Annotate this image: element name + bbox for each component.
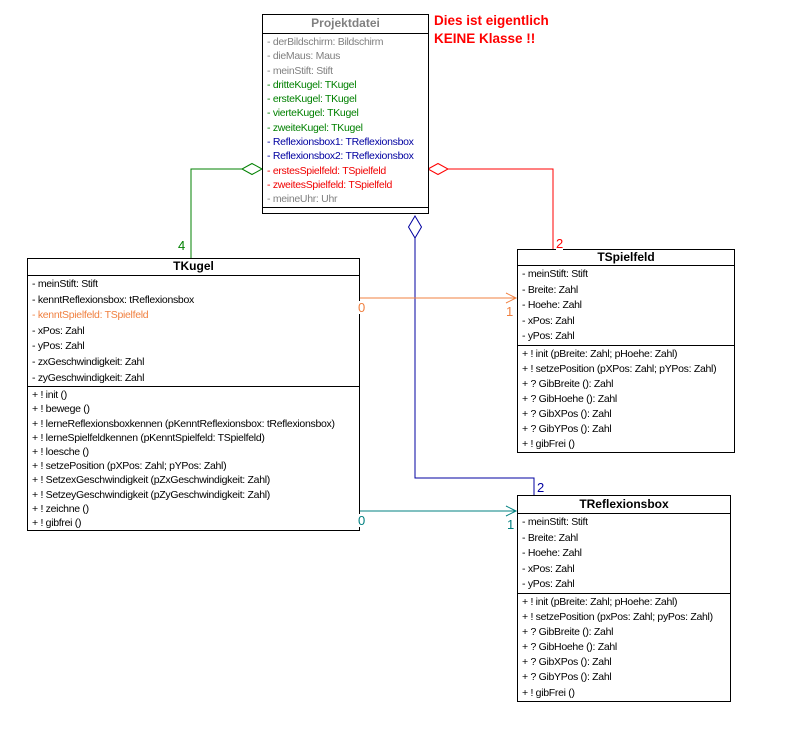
annotation-line-1: Dies ist eigentlich xyxy=(434,13,549,28)
attribute-row: - xPos: Zahl xyxy=(522,314,575,327)
edge-aggregation-projektdatei-tspielfeld[interactable] xyxy=(426,162,554,250)
aggregation-diamond-navy xyxy=(407,215,423,239)
method-row: + ! gibFrei () xyxy=(522,437,575,450)
method-row: + ! lerneReflexionsboxkennen (pKenntRefl… xyxy=(32,417,335,430)
method-row: + ? GibYPos (): Zahl xyxy=(522,671,612,684)
class-title: TKugel xyxy=(28,259,359,276)
attribute-list: - derBildschirm: Bildschirm - dieMaus: Ma… xyxy=(263,34,428,207)
attribute-row: - zweiteKugel: TKugel xyxy=(267,121,363,134)
attribute-row: - Breite: Zahl xyxy=(522,531,578,544)
class-box-treflexionsbox[interactable]: TReflexionsbox - meinStift: Stift - Breit… xyxy=(517,495,731,702)
attribute-row: - Reflexionsbox2: TReflexionsbox xyxy=(267,150,414,163)
multiplicity-label-teal-to: 1 xyxy=(507,517,515,532)
method-row: + ! zeichne () xyxy=(32,502,89,515)
attribute-row: - xPos: Zahl xyxy=(522,562,575,575)
attribute-row: - Hoehe: Zahl xyxy=(522,299,582,312)
class-box-projektdatei[interactable]: Projektdatei - derBildschirm: Bildschirm… xyxy=(262,14,429,214)
attribute-list: - meinStift: Stift - kenntReflexionsbox: … xyxy=(28,276,359,386)
method-row: + ! gibFrei () xyxy=(522,686,575,699)
method-row: + ! setzePosition (pXPos: Zahl; pYPos: Z… xyxy=(522,362,717,375)
arrowhead-orange xyxy=(505,292,518,304)
attribute-row: - Breite: Zahl xyxy=(522,283,578,296)
attribute-row: - dieMaus: Maus xyxy=(267,50,341,63)
attribute-row: - ersteKugel: TKugel xyxy=(267,93,357,106)
method-row: + ! init (pBreite: Zahl; pHoehe: Zahl) xyxy=(522,595,678,608)
class-box-tspielfeld[interactable]: TSpielfeld - meinStift: Stift - Breite: Z… xyxy=(517,249,735,453)
multiplicity-label-navy: 2 xyxy=(537,480,545,495)
attribute-row: - meinStift: Stift xyxy=(267,64,333,77)
attribute-row: - vierteKugel: TKugel xyxy=(267,107,359,120)
method-list: + ! init ()+ ! bewege ()+ ! lerneReflexi… xyxy=(28,386,359,530)
method-row: + ? GibYPos (): Zahl xyxy=(522,422,612,435)
edge-association-tkugel-treflexionsbox[interactable] xyxy=(360,505,518,517)
aggregation-diamond-red xyxy=(426,162,450,176)
method-row: + ! gibfrei () xyxy=(32,516,82,529)
method-row: + ! SetzeyGeschwindigkeit (pZyGeschwindi… xyxy=(32,488,270,501)
edge-aggregation-projektdatei-tkugel[interactable] xyxy=(190,162,264,259)
attribute-row: - meinStift: Stift xyxy=(522,516,588,528)
method-row: + ? GibHoehe (): Zahl xyxy=(522,641,617,654)
attribute-list: - meinStift: Stift - Breite: Zahl - Hoehe:… xyxy=(518,266,734,345)
multiplicity-label-red: 2 xyxy=(556,236,564,251)
attribute-row: - meineUhr: Uhr xyxy=(267,193,338,206)
attribute-row: - zweitesSpielfeld: TSpielfeld xyxy=(267,178,393,191)
class-title: Projektdatei xyxy=(263,15,428,34)
attribute-list: - meinStift: Stift - Breite: Zahl - Hoehe:… xyxy=(518,514,730,593)
method-row: + ! SetzexGeschwindigkeit (pZxGeschwindi… xyxy=(32,474,270,487)
method-row: + ! setzePosition (pxPos: Zahl; pyPos: Z… xyxy=(522,611,713,624)
attribute-row: - yPos: Zahl xyxy=(522,578,575,591)
method-list: + ! init (pBreite: Zahl; pHoehe: Zahl) + … xyxy=(518,344,734,452)
attribute-row: - xPos: Zahl xyxy=(32,324,85,337)
edge-association-tkugel-tspielfeld[interactable] xyxy=(360,292,518,304)
attribute-row: - dritteKugel: TKugel xyxy=(267,78,357,91)
method-row: + ! init (pBreite: Zahl; pHoehe: Zahl) xyxy=(522,347,678,360)
method-row: + ? GibHoehe (): Zahl xyxy=(522,392,617,405)
class-title: TReflexionsbox xyxy=(518,496,730,514)
method-row: + ? GibBreite (): Zahl xyxy=(522,377,614,390)
attribute-row: - erstesSpielfeld: TSpielfeld xyxy=(267,164,386,177)
method-row: + ! init () xyxy=(32,389,67,402)
annotation-note: Dies ist eigentlich KEINE Klasse !! xyxy=(434,12,549,48)
method-row: + ! setzePosition (pXPos: Zahl; pYPos: Z… xyxy=(32,460,227,473)
class-title: TSpielfeld xyxy=(518,250,734,266)
attribute-row: - zyGeschwindigkeit: Zahl xyxy=(32,371,145,384)
attribute-row: - yPos: Zahl xyxy=(32,340,85,353)
method-row: + ? GibXPos (): Zahl xyxy=(522,407,612,420)
multiplicity-label-green: 4 xyxy=(178,238,186,253)
method-list xyxy=(263,206,428,213)
aggregation-diamond-green xyxy=(240,162,264,176)
attribute-row: - meinStift: Stift xyxy=(32,278,98,290)
attribute-row: - kenntReflexionsbox: tReflexionsbox xyxy=(32,293,194,306)
attribute-row: - zxGeschwindigkeit: Zahl xyxy=(32,355,145,368)
method-row: + ? GibXPos (): Zahl xyxy=(522,656,612,669)
attribute-row: - derBildschirm: Bildschirm xyxy=(267,36,384,48)
method-row: + ! loesche () xyxy=(32,445,89,458)
edge-aggregation-projektdatei-treflexionsbox[interactable] xyxy=(407,215,535,495)
arrowhead-teal xyxy=(505,505,518,517)
attribute-row: - meinStift: Stift xyxy=(522,268,588,280)
method-list: + ! init (pBreite: Zahl; pHoehe: Zahl) + … xyxy=(518,592,730,701)
multiplicity-label-orange-from: 0 xyxy=(358,300,366,315)
attribute-row: - yPos: Zahl xyxy=(522,330,575,343)
attribute-row: - Hoehe: Zahl xyxy=(522,547,582,560)
attribute-row: - kenntSpielfeld: TSpielfeld xyxy=(32,309,149,322)
annotation-line-2: KEINE Klasse !! xyxy=(434,31,536,46)
multiplicity-label-orange-to: 1 xyxy=(506,304,514,319)
method-row: + ! bewege () xyxy=(32,403,90,416)
multiplicity-label-teal-from: 0 xyxy=(358,513,366,528)
method-row: + ? GibBreite (): Zahl xyxy=(522,626,614,639)
attribute-row: - Reflexionsbox1: TReflexionsbox xyxy=(267,136,414,149)
method-row: + ! lerneSpielfeldkennen (pKenntSpielfel… xyxy=(32,431,265,444)
class-box-tkugel[interactable]: TKugel - meinStift: Stift - kenntReflexio… xyxy=(27,258,360,531)
